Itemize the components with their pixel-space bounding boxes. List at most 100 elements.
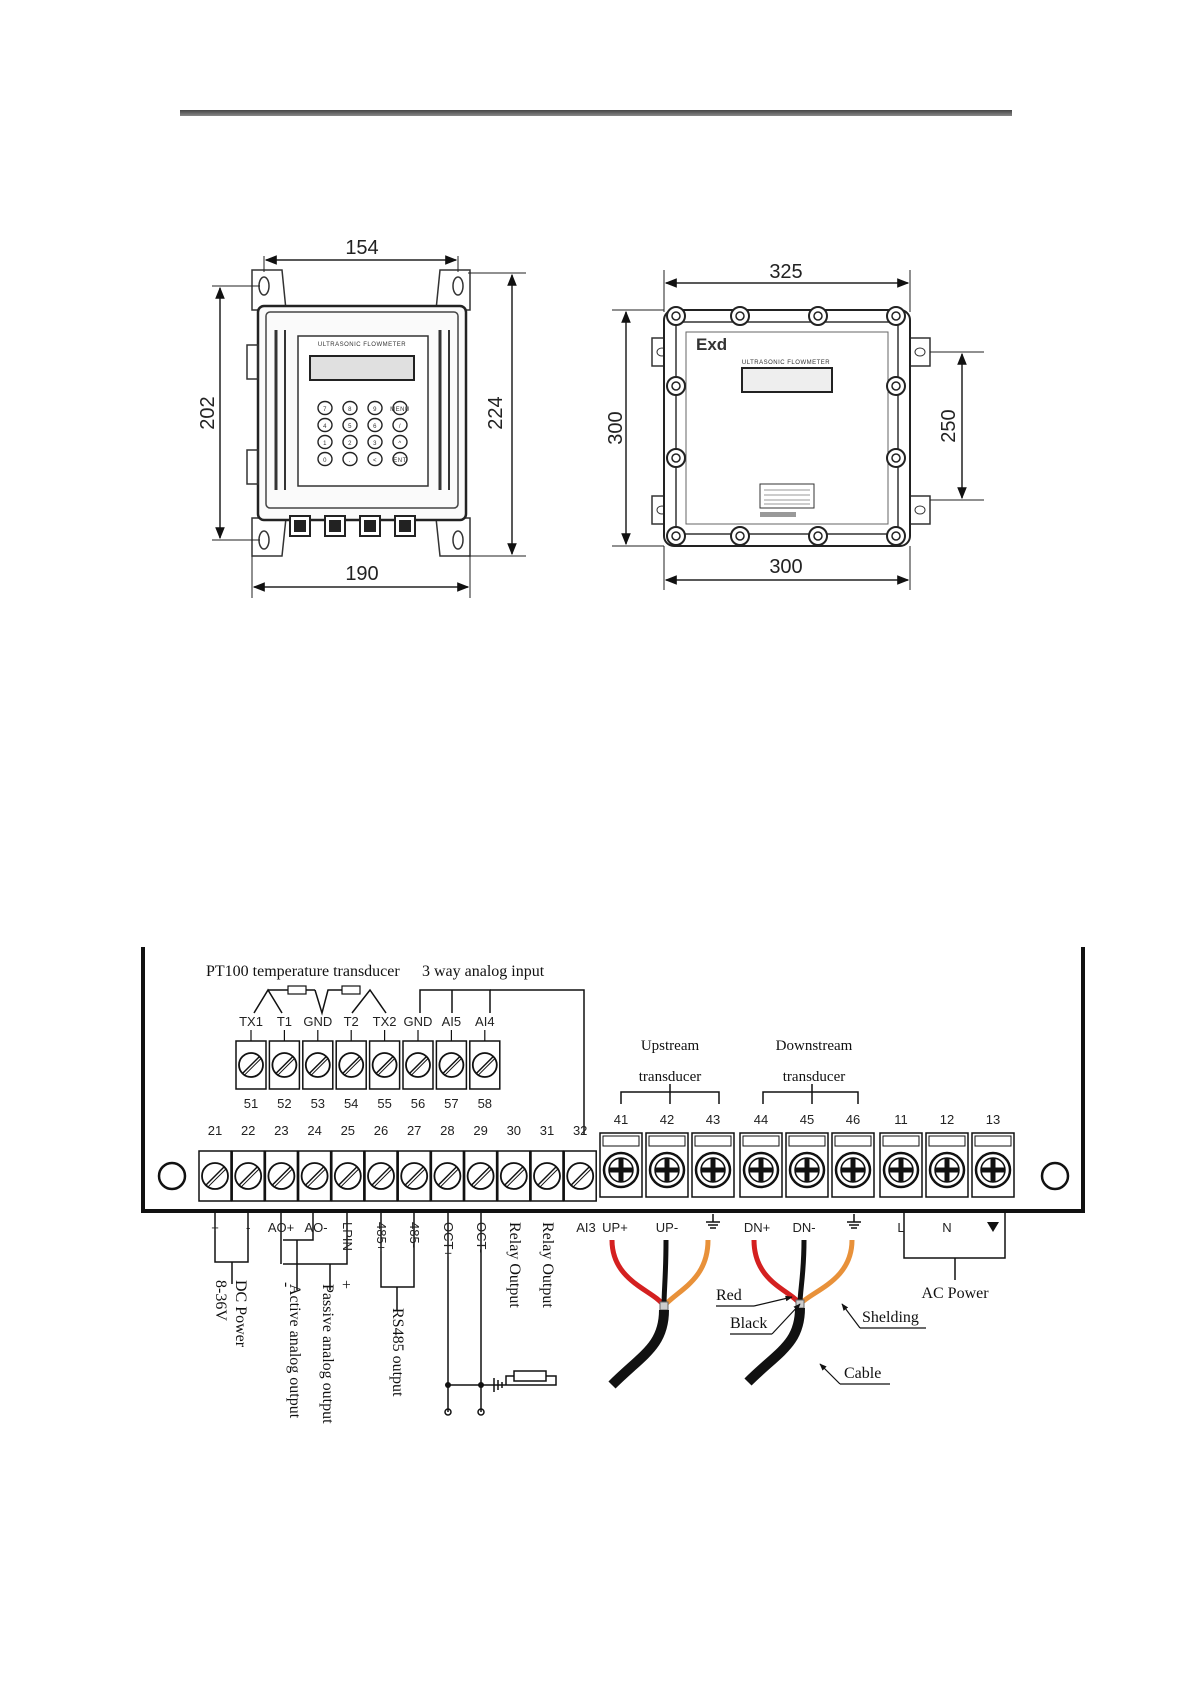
- keypad-key-label: 2: [348, 441, 352, 447]
- cable-sheath: [608, 1309, 669, 1389]
- keypad-key-label: 3: [373, 441, 377, 447]
- label-t11: L: [897, 1220, 904, 1235]
- cable-label: Cable: [844, 1365, 881, 1382]
- header-rule: [180, 110, 1012, 116]
- mount-hole-right: [1040, 1161, 1070, 1191]
- terminal-number-51: 51: [244, 1096, 258, 1111]
- terminal-label-53: GND: [303, 1014, 332, 1029]
- keypad-key-label: 6: [373, 424, 377, 430]
- label-t27: 485-: [407, 1222, 422, 1248]
- keypad-key-label: 0: [323, 458, 327, 464]
- dim-300-left: 300: [605, 411, 627, 444]
- red-wire: [609, 1239, 667, 1308]
- cable-sheath: [744, 1307, 805, 1386]
- keypad-key-label: 7: [323, 407, 327, 413]
- black-wire: [797, 1239, 807, 1305]
- dim-190: 190: [345, 563, 378, 585]
- right-unit-drawing: Exd ULTRASONIC FLOWMETER 325 300 250 300: [605, 261, 984, 590]
- keypad-key: [342, 451, 358, 467]
- label-t23: AO+: [268, 1220, 294, 1235]
- label-t25: LPIN: [340, 1222, 355, 1251]
- terminal-number-26: 26: [374, 1123, 388, 1138]
- terminal-number-22: 22: [241, 1123, 255, 1138]
- terminal-number-53: 53: [311, 1096, 325, 1111]
- enclosure-bolts: [666, 306, 906, 546]
- transducer-cables: [608, 1239, 855, 1389]
- dc-range-label: 8-36V: [212, 1280, 229, 1321]
- terminal-number-55: 55: [377, 1096, 391, 1111]
- keypad-key: [342, 434, 358, 450]
- keypad-key: [342, 417, 358, 433]
- keypad-key-label: 1: [323, 441, 327, 447]
- label-t26: 485+: [374, 1222, 389, 1251]
- label-t24: AO-: [304, 1220, 327, 1235]
- terminal-label-54: T2: [344, 1014, 359, 1029]
- keypad-key: [367, 451, 383, 467]
- keypad-key: [392, 434, 408, 450]
- label-t31: Relay Output: [539, 1222, 556, 1308]
- ac-power-label: AC Power: [921, 1285, 989, 1302]
- label-t32: AI3: [576, 1220, 596, 1235]
- terminal-label-55: TX2: [373, 1014, 397, 1029]
- keypad-key-label: 5: [348, 424, 352, 430]
- label-t29: OCT-: [474, 1222, 489, 1253]
- keypad-key-label: .: [349, 458, 351, 464]
- terminal-number-28: 28: [440, 1123, 454, 1138]
- terminal-label-57: AI5: [442, 1014, 462, 1029]
- dim-250: 250: [938, 409, 960, 442]
- keypad-key: [367, 417, 383, 433]
- keypad-key: [367, 400, 383, 416]
- analog-input-header: 3 way analog input: [422, 963, 545, 980]
- keypad-key-label: ENT: [393, 458, 407, 464]
- keypad-key: [317, 417, 333, 433]
- black-wire: [661, 1239, 669, 1307]
- terminal-label-56: GND: [404, 1014, 433, 1029]
- right-panel-title: ULTRASONIC FLOWMETER: [742, 360, 830, 366]
- keypad-key: [392, 400, 408, 416]
- dc-power-label: DC Power: [232, 1280, 249, 1348]
- shielding-label: Shelding: [862, 1309, 919, 1326]
- keypad-key-label: 9: [373, 407, 377, 413]
- terminal-number-13: 13: [986, 1112, 1000, 1127]
- downstream-header-1: Downstream: [776, 1038, 853, 1054]
- terminal-number-54: 54: [344, 1096, 358, 1111]
- pt100-header: PT100 temperature transducer: [206, 963, 400, 980]
- terminal-label-52: T1: [277, 1014, 292, 1029]
- rs485-output-label: RS485 output: [389, 1308, 406, 1397]
- terminal-number-57: 57: [444, 1096, 458, 1111]
- downstream-header-2: transducer: [783, 1069, 845, 1085]
- upstream-header-1: Upstream: [641, 1038, 700, 1054]
- terminal-label-51: TX1: [239, 1014, 263, 1029]
- terminal-number-23: 23: [274, 1123, 288, 1138]
- label-t30: Relay Output: [506, 1222, 523, 1308]
- keypad-key-label: ^: [398, 441, 401, 447]
- dim-300-bottom: 300: [769, 556, 802, 578]
- orange-shield-wire: [798, 1239, 855, 1306]
- dim-154: 154: [345, 237, 378, 259]
- wiring-diagram: PT100 temperature transducer 3 way analo…: [141, 947, 1085, 1424]
- terminal-number-31: 31: [540, 1123, 554, 1138]
- terminal-number-58: 58: [478, 1096, 492, 1111]
- terminal-number-24: 24: [307, 1123, 321, 1138]
- terminal-number-52: 52: [277, 1096, 291, 1111]
- dim-224: 224: [485, 396, 507, 429]
- terminal-number-46: 46: [846, 1112, 860, 1127]
- terminal-number-41: 41: [614, 1112, 628, 1127]
- exd-marking: Exd: [696, 335, 727, 354]
- terminal-label-58: AI4: [475, 1014, 495, 1029]
- label-t12: N: [942, 1220, 951, 1235]
- terminal-number-42: 42: [660, 1112, 674, 1127]
- black-label: Black: [730, 1315, 767, 1332]
- keypad-key: [317, 434, 333, 450]
- keypad-key: [342, 400, 358, 416]
- keypad-key: [317, 400, 333, 416]
- keypad-key: [367, 434, 383, 450]
- dim-325: 325: [769, 261, 802, 283]
- terminal-number-11: 11: [894, 1112, 908, 1127]
